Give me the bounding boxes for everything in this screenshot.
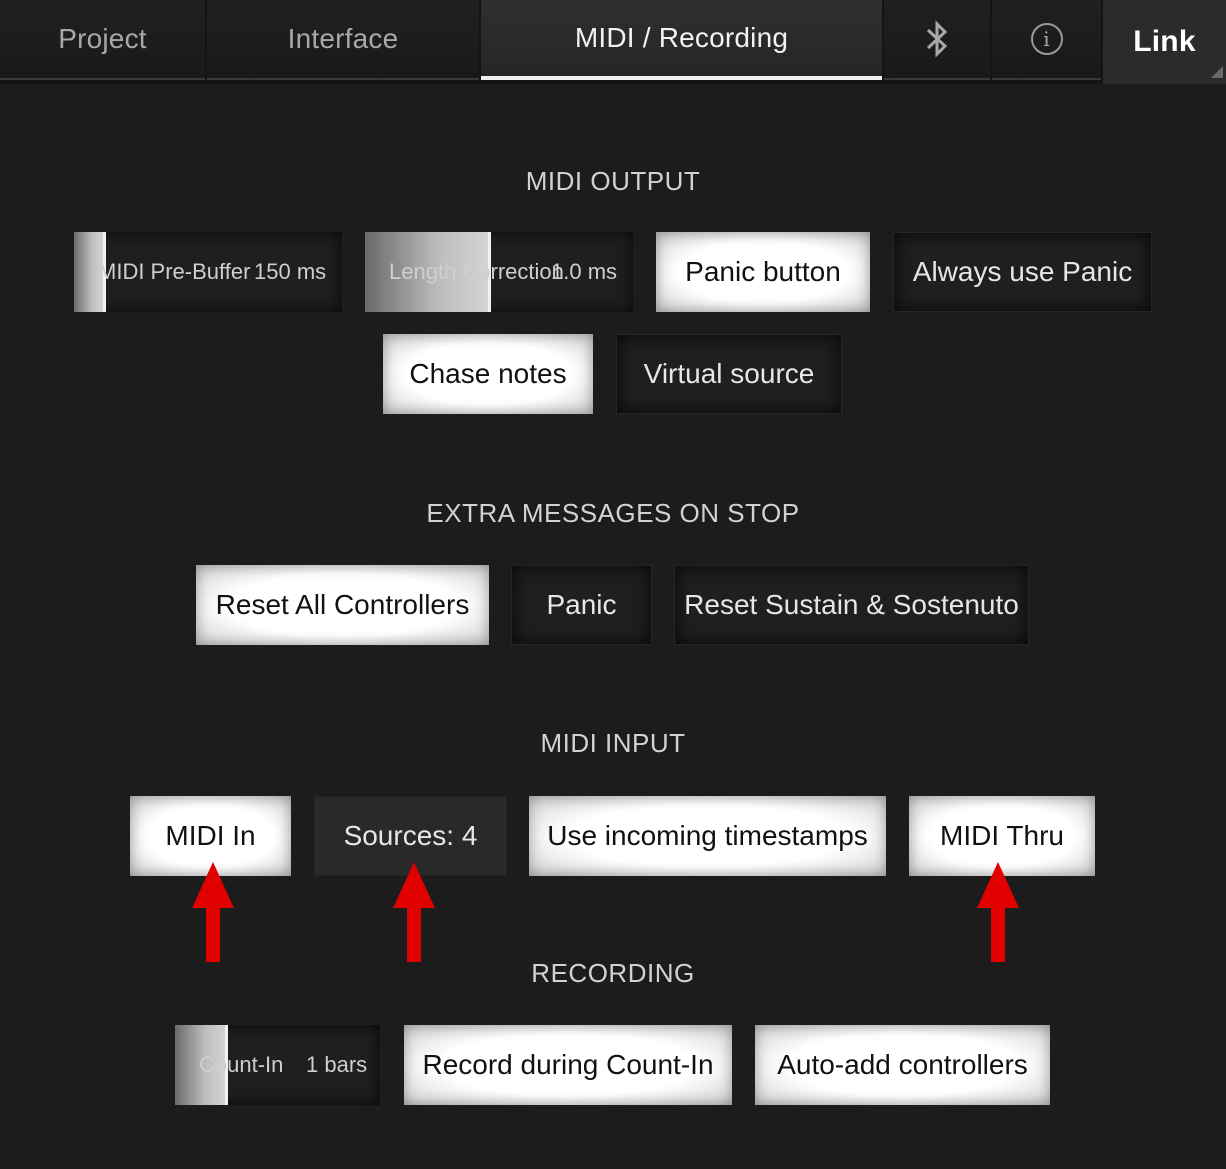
info-icon-glyph: i [1043, 27, 1050, 51]
tab-midi-recording[interactable]: MIDI / Recording [481, 0, 882, 80]
annotation-arrow-midi-thru [977, 862, 1019, 962]
annotation-arrow-midi-in [192, 862, 234, 962]
tab-midi-recording-label: MIDI / Recording [574, 22, 789, 53]
slider-value: 1.0 ms [551, 259, 618, 284]
tab-bar: Project Interface MIDI / Recording i Lin… [0, 0, 1226, 84]
tab-project-label: Project [58, 23, 147, 54]
reset-sustain-label: Reset Sustain & Sostenuto [684, 589, 1019, 620]
section-title-recording: RECORDING [531, 958, 695, 988]
length-correction-slider[interactable]: Length Correction 1.0 ms [365, 232, 633, 312]
use-incoming-timestamps-label: Use incoming timestamps [547, 820, 868, 851]
info-icon: i [1030, 23, 1063, 55]
section-title-midi-input: MIDI INPUT [540, 728, 686, 758]
slider-value: 1 bars [306, 1052, 368, 1077]
panic-button-label: Panic button [685, 256, 841, 287]
tab-interface[interactable]: Interface [207, 0, 479, 80]
chase-notes-label: Chase notes [409, 358, 567, 389]
record-during-count-in-toggle[interactable]: Record during Count-In [404, 1025, 732, 1105]
slider-fill [365, 232, 491, 312]
annotation-arrow-sources [393, 862, 435, 962]
slider-value: 150 ms [254, 259, 327, 284]
always-use-panic-label: Always use Panic [912, 256, 1133, 287]
panic-label: Panic [546, 589, 617, 620]
tab-project[interactable]: Project [0, 0, 205, 80]
virtual-source-label: Virtual source [643, 358, 815, 389]
section-title-midi-output: MIDI OUTPUT [525, 166, 701, 196]
midi-pre-buffer-slider[interactable]: MIDI Pre-Buffer 150 ms [74, 232, 342, 312]
slider-fill [74, 232, 107, 312]
panic-button-toggle[interactable]: Panic button [656, 232, 870, 312]
virtual-source-toggle[interactable]: Virtual source [616, 334, 842, 414]
midi-thru-label: MIDI Thru [940, 820, 1064, 851]
auto-add-controllers-toggle[interactable]: Auto-add controllers [755, 1025, 1050, 1105]
reset-all-controllers-label: Reset All Controllers [215, 589, 470, 620]
auto-add-controllers-label: Auto-add controllers [777, 1049, 1028, 1080]
corner-resize-icon [1211, 66, 1223, 78]
bluetooth-icon [926, 20, 948, 58]
slider-label: Length Correction [389, 259, 564, 284]
midi-thru-toggle[interactable]: MIDI Thru [909, 796, 1095, 876]
panic-toggle[interactable]: Panic [511, 565, 652, 645]
midi-in-toggle[interactable]: MIDI In [130, 796, 291, 876]
slider-label: Count-In [199, 1052, 284, 1077]
record-during-count-in-label: Record during Count-In [422, 1049, 714, 1080]
reset-all-controllers-toggle[interactable]: Reset All Controllers [196, 565, 489, 645]
slider-label: MIDI Pre-Buffer [98, 259, 251, 284]
tab-info[interactable]: i [992, 0, 1101, 80]
count-in-slider[interactable]: Count-In 1 bars [175, 1025, 380, 1105]
always-use-panic-toggle[interactable]: Always use Panic [893, 232, 1152, 312]
chase-notes-toggle[interactable]: Chase notes [383, 334, 593, 414]
tab-interface-label: Interface [287, 23, 399, 54]
sources-button[interactable]: Sources: 4 [314, 796, 507, 876]
sources-label: Sources: 4 [343, 820, 478, 851]
reset-sustain-toggle[interactable]: Reset Sustain & Sostenuto [674, 565, 1029, 645]
tab-link-label: Link [1133, 25, 1196, 58]
tab-bluetooth[interactable] [884, 0, 990, 80]
tab-link[interactable]: Link [1103, 0, 1226, 84]
slider-fill [175, 1025, 229, 1105]
midi-in-label: MIDI In [165, 820, 256, 851]
use-incoming-timestamps-toggle[interactable]: Use incoming timestamps [529, 796, 886, 876]
section-title-extra-messages: EXTRA MESSAGES ON STOP [426, 498, 800, 528]
